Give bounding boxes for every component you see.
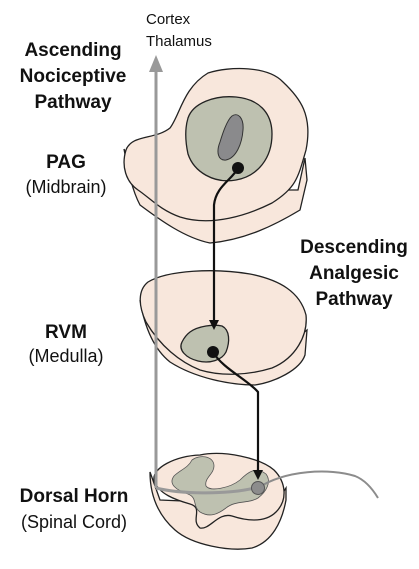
ascending-title-line-2: Nociceptive bbox=[20, 66, 127, 87]
descending-title-line-3: Pathway bbox=[315, 289, 393, 310]
ascending-title-line-1: Ascending bbox=[24, 40, 121, 61]
descending-pathway-title: Descending Analgesic Pathway bbox=[300, 237, 408, 310]
ascending-pathway-title: Ascending Nociceptive Pathway bbox=[20, 40, 127, 113]
pag-section bbox=[124, 69, 308, 243]
dorsal-horn-neuron bbox=[252, 482, 265, 495]
spinal-cord-section bbox=[150, 453, 286, 549]
target-line-1: Cortex bbox=[146, 11, 191, 28]
rvm-section-top bbox=[140, 271, 306, 375]
ascending-arrowhead bbox=[149, 55, 163, 72]
pag-label: PAG (Midbrain) bbox=[25, 152, 106, 197]
dorsal-horn-label: Dorsal Horn (Spinal Cord) bbox=[20, 486, 129, 532]
ascending-target-label: Cortex Thalamus bbox=[146, 11, 212, 50]
rvm-section bbox=[140, 271, 307, 385]
descending-title-line-1: Descending bbox=[300, 237, 408, 258]
descending-title-line-2: Analgesic bbox=[309, 263, 399, 284]
pag-label-region: (Midbrain) bbox=[25, 177, 106, 197]
rvm-label-name: RVM bbox=[45, 322, 87, 343]
dorsal-horn-label-name: Dorsal Horn bbox=[20, 486, 129, 507]
rvm-label: RVM (Medulla) bbox=[28, 322, 103, 366]
dorsal-horn-label-region: (Spinal Cord) bbox=[21, 512, 127, 532]
pag-label-name: PAG bbox=[46, 152, 86, 173]
ascending-title-line-3: Pathway bbox=[34, 92, 112, 113]
target-line-2: Thalamus bbox=[146, 33, 212, 50]
rvm-label-region: (Medulla) bbox=[28, 346, 103, 366]
